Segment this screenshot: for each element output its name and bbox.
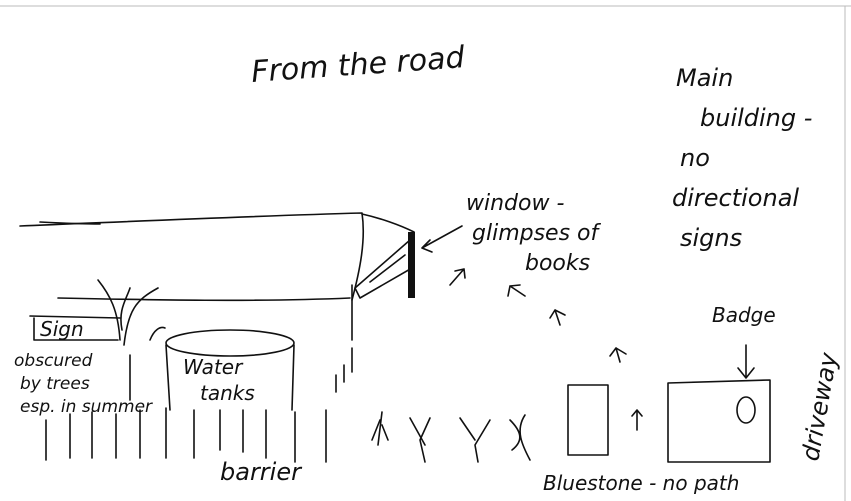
barrier bbox=[45, 347, 353, 463]
page-frame bbox=[0, 5, 851, 501]
svg-text:obscured: obscured bbox=[14, 351, 93, 371]
obscured-note: obscured by trees esp. in summer bbox=[14, 351, 153, 417]
svg-text:window -: window - bbox=[466, 191, 564, 216]
svg-text:glimpses of: glimpses of bbox=[472, 221, 601, 246]
barrier-label: barrier bbox=[220, 458, 303, 486]
svg-text:signs: signs bbox=[680, 224, 742, 252]
entrance-doors bbox=[567, 344, 771, 463]
svg-text:no: no bbox=[680, 144, 710, 172]
svg-text:by trees: by trees bbox=[20, 374, 90, 394]
sign: Sign bbox=[29, 315, 121, 341]
svg-text:books: books bbox=[525, 251, 590, 276]
svg-text:Main: Main bbox=[676, 64, 733, 92]
bluestone-note: Bluestone - no path bbox=[543, 471, 739, 495]
window-note: window - glimpses of books bbox=[421, 191, 601, 276]
trees bbox=[97, 279, 166, 401]
title: From the road bbox=[250, 40, 466, 90]
svg-text:Water: Water bbox=[183, 355, 244, 379]
window bbox=[408, 232, 415, 298]
water-tanks: Water tanks bbox=[165, 329, 295, 411]
main-building-note: Main building - no directional signs bbox=[672, 64, 812, 252]
badge-label: Badge bbox=[712, 303, 776, 327]
svg-text:building -: building - bbox=[700, 104, 812, 132]
driveway-label: driveway bbox=[796, 350, 843, 463]
building-outline bbox=[19, 212, 415, 341]
svg-text:tanks: tanks bbox=[200, 381, 255, 405]
svg-text:Sign: Sign bbox=[40, 317, 84, 341]
svg-text:directional: directional bbox=[672, 184, 799, 212]
plants bbox=[371, 411, 531, 463]
direction-arrows bbox=[449, 268, 643, 431]
svg-text:esp. in summer: esp. in summer bbox=[20, 397, 153, 417]
